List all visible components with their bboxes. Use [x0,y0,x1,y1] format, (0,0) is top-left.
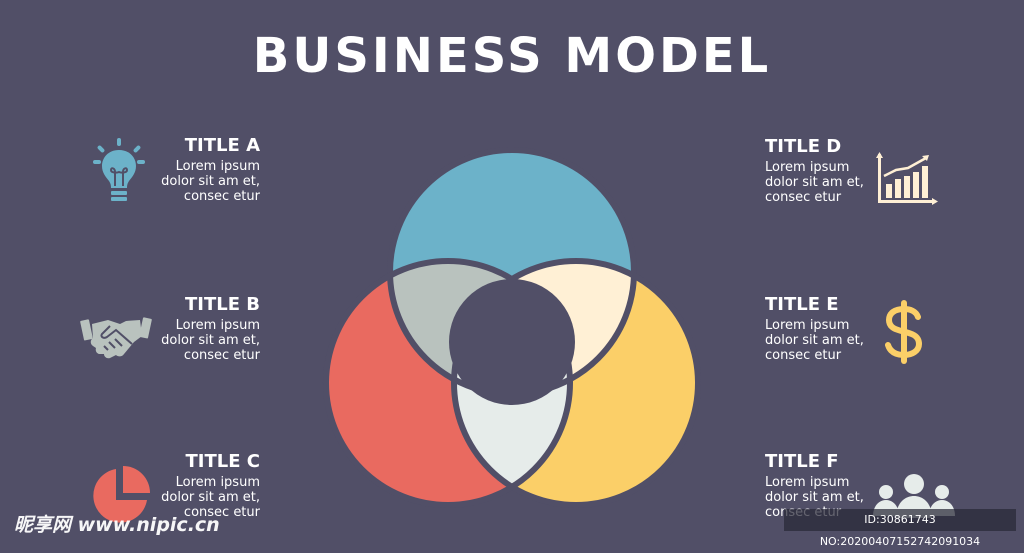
venn-diagram [323,150,701,508]
item-body: Lorem ipsum dolor sit am et, consec etur [161,475,260,520]
watermark-nipic: 昵享网 www.nipic.cn [14,514,220,536]
watermark-id: ID:30861743 NO:20200407152742091034 [784,509,1016,548]
center-hole [449,279,575,405]
item-title-a: TITLE A Lorem ipsum dolor sit am et, con… [90,135,260,204]
page-title: BUSINESS MODEL [252,28,772,84]
item-title: TITLE E [765,294,839,315]
infographic-canvas: BUSINESS MODEL TITLE A Lorem ipsum dolor… [14,28,1016,548]
item-body: Lorem ipsum dolor sit am et, consec etur [161,318,260,363]
lightbulb-icon [93,138,145,201]
item-title: TITLE D [765,136,842,157]
item-title-b: TITLE B Lorem ipsum dolor sit am et, con… [90,294,260,363]
right-circle-outline [451,258,701,508]
item-title-d: TITLE D Lorem ipsum dolor sit am et, con… [765,136,935,205]
item-title: TITLE C [185,451,261,472]
left-circle-outline [323,258,573,508]
handshake-icon [80,317,152,359]
item-title-e: TITLE E Lorem ipsum dolor sit am et, con… [765,294,935,363]
item-body: Lorem ipsum dolor sit am et, consec etur [161,159,260,204]
dollar-icon [885,300,923,364]
item-title: TITLE B [184,294,260,315]
item-title: TITLE F [765,451,839,472]
item-body: Lorem ipsum dolor sit am et, consec etur [765,160,864,205]
item-body: Lorem ipsum dolor sit am et, consec etur [765,318,864,363]
item-title: TITLE A [184,135,260,156]
item-title-f: TITLE F Lorem ipsum dolor sit am et, con… [765,451,935,520]
item-body: Lorem ipsum dolor sit am et, consec etur [765,475,864,520]
item-title-c: TITLE C Lorem ipsum dolor sit am et, con… [90,451,260,520]
bar-chart-growth-icon [876,152,938,205]
pie-chart-icon [93,466,150,523]
